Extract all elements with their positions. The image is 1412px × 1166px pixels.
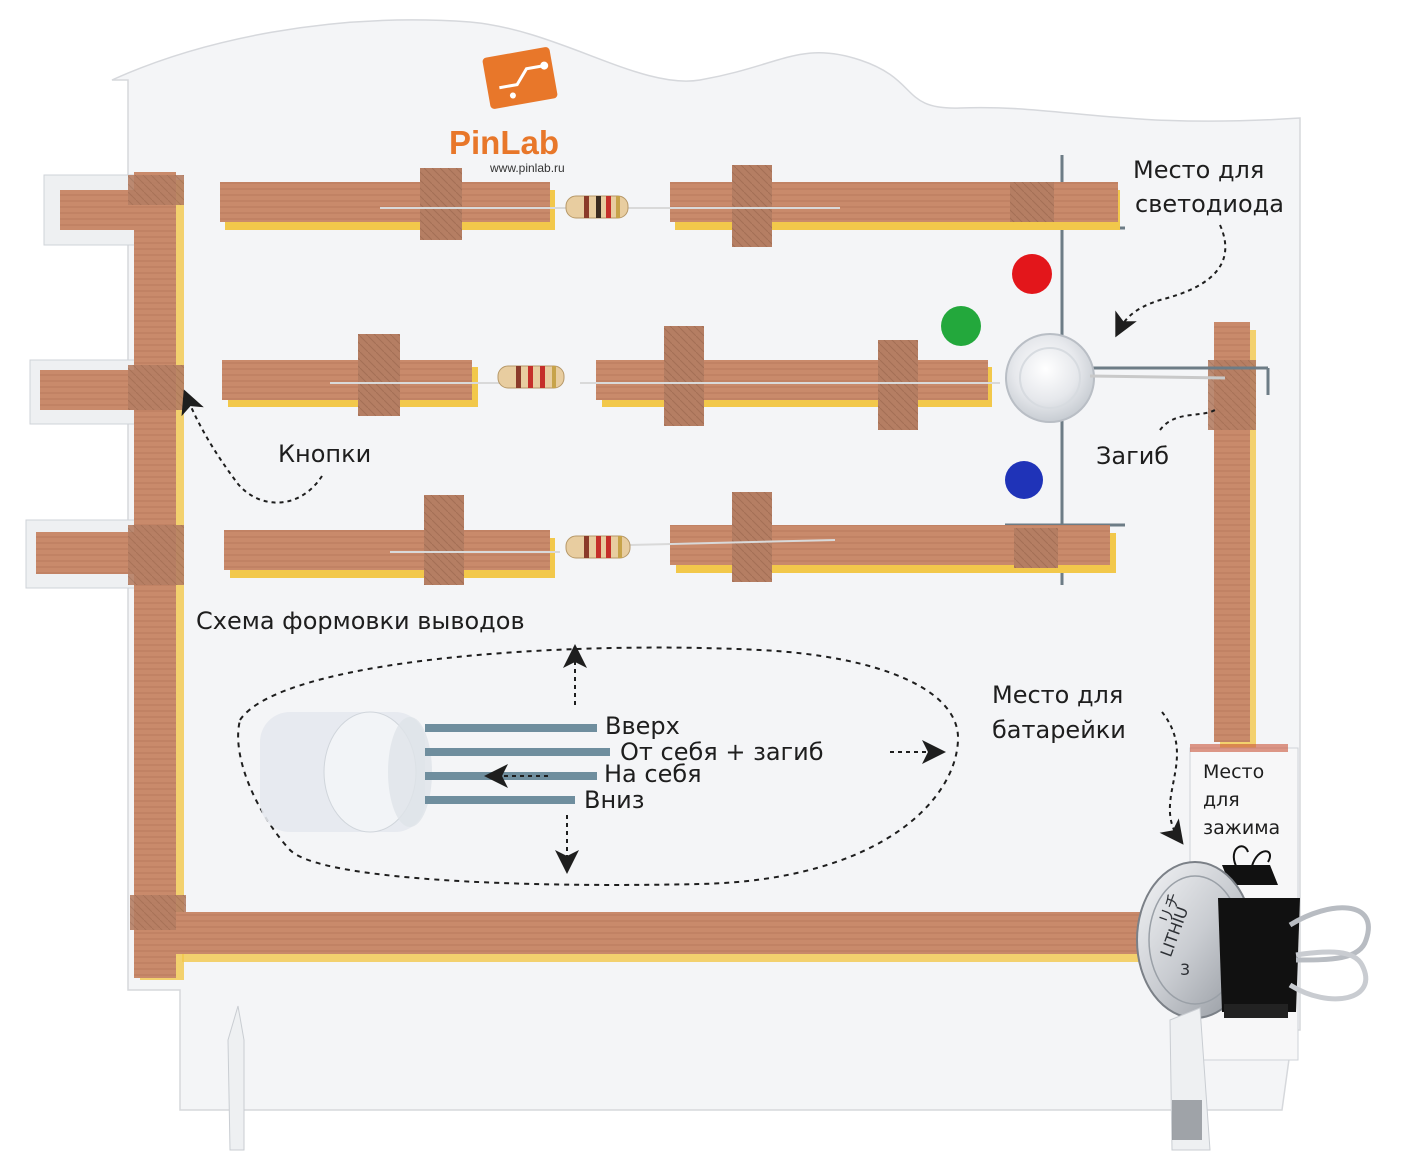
lead-forming-scheme: Вверх От себя + загиб На себя Вниз: [237, 644, 960, 886]
resistor-1: [565, 195, 629, 219]
resistor-2: [497, 365, 565, 389]
logo-name: PinLab: [449, 124, 559, 161]
buttons-label: Кнопки: [278, 440, 371, 468]
bottom-copper-rail: [176, 912, 1236, 954]
row-2-strips: [222, 326, 1000, 430]
clip-place-label-line2: для: [1203, 789, 1240, 811]
led-place-label-line1: Место для: [1133, 156, 1264, 184]
battery-text-line3: 3: [1180, 960, 1190, 979]
red-dot: [1012, 254, 1052, 294]
clip-place-label-line1: Место: [1203, 761, 1264, 783]
lead-toward-label: На себя: [604, 760, 702, 788]
large-binder-clip: [1218, 898, 1371, 1018]
left-button-tabs: [25, 174, 145, 589]
led-place-label-line2: светодиода: [1135, 190, 1284, 218]
lead-scheme-title: Схема формовки выводов: [196, 607, 525, 635]
row-3-strips: [224, 492, 1116, 585]
lead-away-bend-label: От себя + загиб: [620, 738, 824, 766]
binder-clip-icon: [1222, 845, 1278, 885]
bend-label: Загиб: [1096, 442, 1169, 470]
pinlab-logo: PinLab www.pinlab.ru: [449, 47, 565, 175]
battery-place-label-line2: батарейки: [992, 716, 1126, 744]
rgb-led: [1005, 333, 1226, 423]
left-stand: [227, 1005, 245, 1151]
battery-place-arrow: [1159, 711, 1184, 845]
resistor-3: [565, 535, 631, 559]
blue-dot: [1005, 461, 1043, 499]
lead-down-label: Вниз: [584, 786, 645, 814]
logo-url: www.pinlab.ru: [489, 161, 565, 175]
battery-place-label-line1: Место для: [992, 681, 1123, 709]
buttons-arrow: [181, 389, 323, 504]
clip-place-label-line3: зажима: [1203, 817, 1280, 839]
lead-up-label: Вверх: [605, 712, 680, 740]
row-1-strips: [220, 165, 1120, 247]
scheme-dashed-outline: [237, 646, 960, 886]
green-dot: [941, 306, 981, 346]
